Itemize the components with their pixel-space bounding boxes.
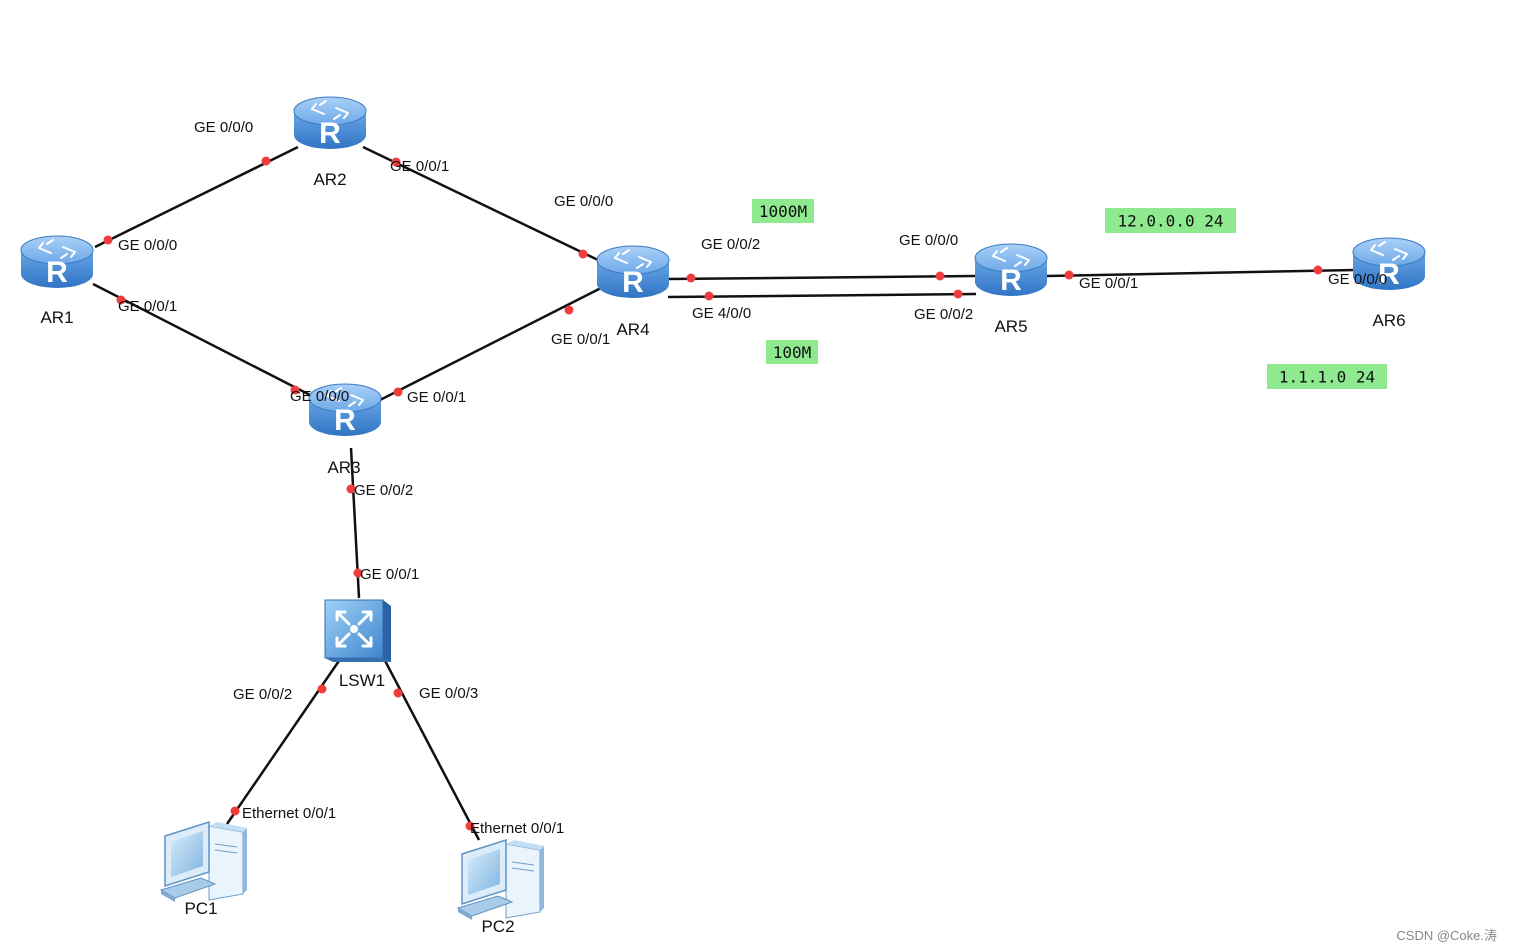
device-label-ar6: AR6 [1372,311,1405,330]
annotation-box [752,199,814,223]
port-dot [953,289,963,299]
port-label: GE 0/0/2 [914,306,973,323]
port-dot [116,295,126,305]
link-ar3-ar4 [377,286,602,403]
device-label-ar4: AR4 [616,320,649,339]
pc-icon[interactable] [457,839,545,921]
port-dot [317,684,327,694]
port-label: GE 0/0/2 [233,686,292,703]
switch-icon[interactable] [323,598,393,664]
port-dot [290,385,300,395]
port-label: GE 0/0/0 [194,119,253,136]
port-label: GE 0/0/1 [390,158,449,175]
port-dot [578,249,588,259]
port-dot [393,688,403,698]
port-label: GE 0/0/1 [407,389,466,406]
port-label: GE 4/0/0 [692,305,751,322]
annotation-box [1267,364,1387,389]
port-label: GE 0/0/2 [701,236,760,253]
port-label: GE 0/0/1 [1079,275,1138,292]
link-ar4-ar5 [667,292,977,299]
annotation-text: 12.0.0.0 24 [1118,212,1224,231]
link-ar5-ar6 [1046,268,1356,278]
port-label: GE 0/0/1 [551,331,610,348]
port-label: GE 0/0/0 [118,237,177,254]
device-label-pc2: PC2 [481,917,514,936]
annotation-box [766,340,818,364]
port-label: GE 0/0/1 [118,298,177,315]
device-label-ar3: AR3 [327,458,360,477]
port-label: GE 0/0/0 [1328,271,1387,288]
device-label-ar2: AR2 [313,170,346,189]
port-dot [391,157,401,167]
port-label: GE 0/0/1 [360,566,419,583]
link-lsw1-pc1 [225,654,345,825]
port-dot [103,235,113,245]
port-label: GE 0/0/3 [419,685,478,702]
port-dots-layer [103,156,1323,831]
port-label: GE 0/0/0 [899,232,958,249]
port-dot [1313,265,1323,275]
link-ar1-ar3 [92,282,313,398]
annotation-text: 1.1.1.0 24 [1279,368,1375,387]
port-dot [465,821,475,831]
port-dot [704,291,714,301]
port-dot [686,273,696,283]
port-dot [353,568,363,578]
router-icon[interactable] [293,96,367,151]
link-lsw1-pc2 [380,654,481,841]
port-dot [564,305,574,315]
annotation-text: 100M [773,343,812,362]
device-label-lsw1: LSW1 [339,671,385,690]
annotation-text: 1000M [759,202,807,221]
port-dot [1064,270,1074,280]
port-dot [230,806,240,816]
port-dot [346,484,356,494]
annotations-layer: 1000M 100M 12.0.0.0 24 1.1.1.0 24 [752,199,1387,389]
watermark: CSDN @Coke.涛 [1396,928,1497,943]
port-label: Ethernet 0/0/1 [470,820,564,837]
link-ar4-ar5 [667,274,977,281]
port-dot [261,156,271,166]
annotation-box [1105,208,1236,233]
pc-icon[interactable] [160,821,248,903]
router-icon[interactable] [974,243,1048,298]
labels-layer: GE 0/0/0 GE 0/0/0 GE 0/0/1 GE 0/0/0 GE 0/0/1… [40,119,1405,936]
links-layer [92,145,1356,841]
device-label-pc1: PC1 [184,899,217,918]
port-label: GE 0/0/0 [290,388,349,405]
device-label-ar1: AR1 [40,308,73,327]
router-icon[interactable] [596,245,670,300]
router-icon[interactable] [20,235,94,290]
link-ar2-ar4 [362,145,599,262]
port-label: GE 0/0/0 [554,193,613,210]
port-dot [935,271,945,281]
device-label-ar5: AR5 [994,317,1027,336]
port-label: GE 0/0/2 [354,482,413,499]
port-dot [393,387,403,397]
port-label: Ethernet 0/0/1 [242,805,336,822]
